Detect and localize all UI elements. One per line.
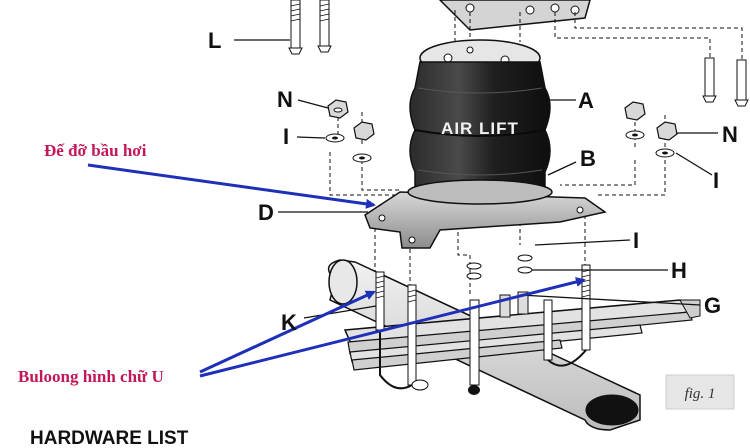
annotation-arrows [87, 163, 586, 378]
nuts-washers-right [624, 101, 678, 158]
callout-a: A [578, 88, 594, 113]
callout-leader-lines [234, 39, 718, 319]
callout-b: B [580, 146, 596, 171]
air-spring-base-b [407, 179, 553, 205]
figure-tag-box: fig. 1 [665, 374, 735, 410]
callout-i-left: I [283, 124, 289, 149]
hardware-list-title: HARDWARE LIST [30, 428, 189, 448]
callout-n-right: N [722, 122, 738, 147]
callout-g: G [704, 293, 721, 318]
nuts-washers-left [325, 99, 375, 163]
u-bolt-right [543, 264, 591, 367]
callout-d: D [258, 200, 274, 225]
bolts-l [288, 0, 332, 55]
callout-i-lower: I [633, 228, 639, 253]
leaf-spring [343, 299, 701, 371]
callout-i-right: I [713, 168, 719, 193]
callout-k: K [281, 310, 297, 335]
center-clamp-hardware [411, 254, 533, 395]
bellow-brand-text: AIR LIFT [441, 119, 519, 138]
ubolt-note: Buloong hình chữ U [18, 367, 164, 386]
callout-n-left: N [277, 87, 293, 112]
upper-frame-bracket [438, 0, 591, 31]
figure-tag: fig. 1 [685, 386, 716, 402]
callout-h: H [671, 258, 687, 283]
bracket-note: Đế đỡ bầu hơi [44, 141, 147, 160]
callout-l: L [208, 28, 221, 53]
air-spring-a: AIR LIFT [407, 39, 553, 205]
bolts-upper-right [702, 57, 749, 107]
